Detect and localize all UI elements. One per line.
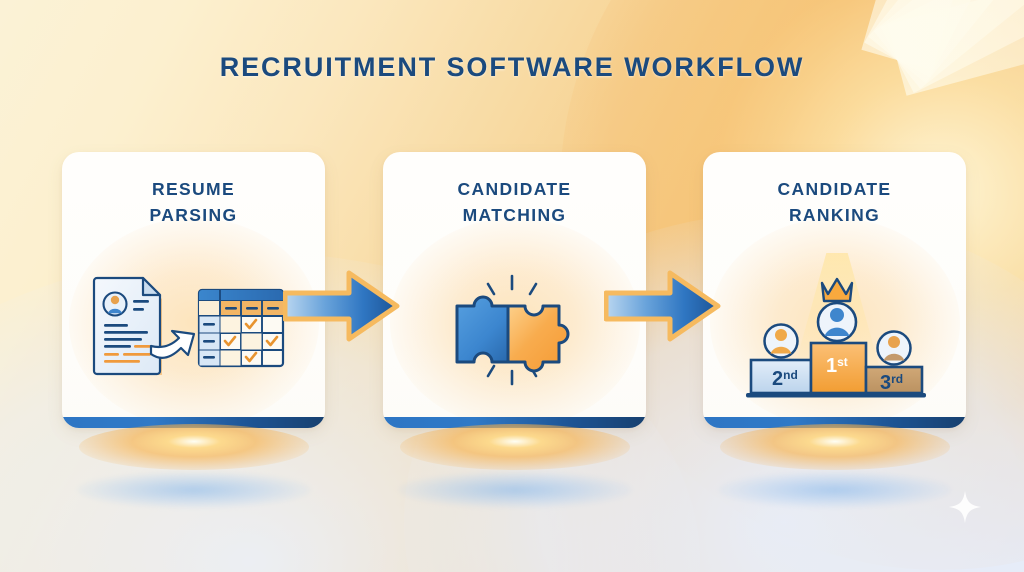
step-card-title: RESUME PARSING xyxy=(149,179,238,225)
podium-illustration: 2nd 1st 3rd xyxy=(745,253,926,398)
card-reflection xyxy=(719,472,951,508)
winners-podium-icon: 2nd 1st 3rd xyxy=(703,240,966,416)
card-bottom-bar xyxy=(62,417,325,428)
right-arrow-icon xyxy=(282,270,400,342)
step-card-title: CANDIDATE RANKING xyxy=(777,179,892,225)
card-under-glow xyxy=(79,424,309,470)
flow-arrow-1 xyxy=(282,265,401,347)
resume-parsing-illustration xyxy=(92,276,284,376)
card-bottom-bar xyxy=(383,417,646,428)
flow-arrow-2 xyxy=(603,265,722,347)
page-title: RECRUITMENT SOFTWARE WORKFLOW xyxy=(219,52,805,82)
card-reflection xyxy=(399,472,631,508)
puzzle-pieces-icon xyxy=(383,240,646,416)
card-under-glow xyxy=(400,424,630,470)
sparkle-star-icon xyxy=(948,490,982,524)
card-under-glow xyxy=(720,424,950,470)
card-reflection xyxy=(78,472,310,508)
puzzle-illustration xyxy=(455,274,569,386)
card-bottom-bar xyxy=(703,417,966,428)
right-arrow-icon xyxy=(603,270,721,342)
resume-document-to-table-icon xyxy=(62,240,325,416)
step-card-candidate-ranking[interactable]: CANDIDATE RANKING xyxy=(703,152,966,428)
step-card-title: CANDIDATE MATCHING xyxy=(457,179,572,225)
